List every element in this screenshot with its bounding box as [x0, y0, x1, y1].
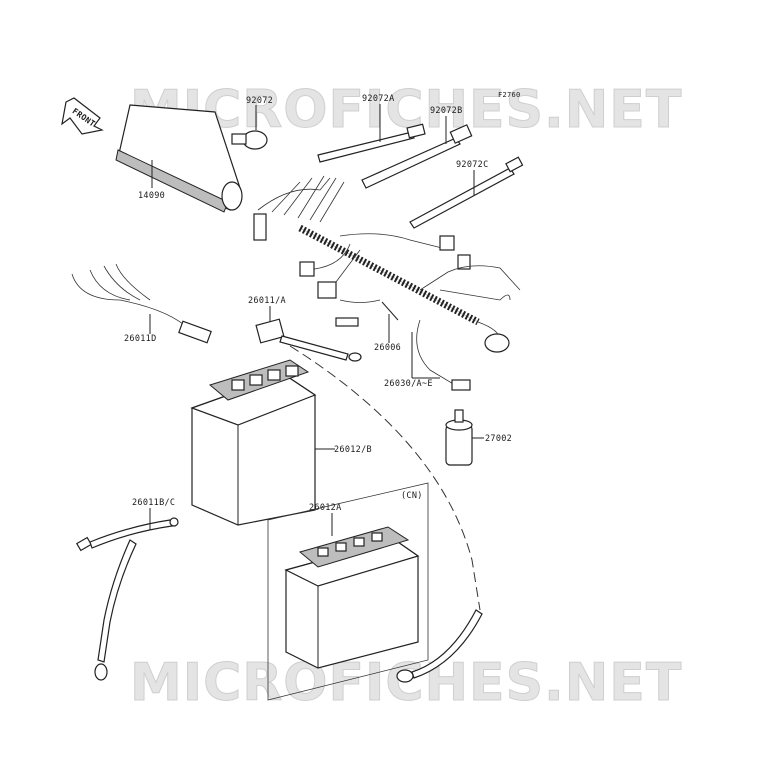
cable-26012A-lead: [411, 609, 483, 679]
label-92072A: 92072A: [362, 94, 395, 104]
main-harness-26030: [253, 175, 521, 391]
band-92072C: [409, 156, 524, 229]
label-92072B: 92072B: [430, 106, 463, 116]
dashed-lead: [289, 345, 481, 611]
cn-note: (CN): [401, 491, 423, 501]
lead-26011D: [71, 263, 212, 344]
label-14090: 14090: [138, 191, 165, 201]
label-92072C: 92072C: [456, 160, 489, 170]
band-92072B: [361, 116, 473, 189]
watermark-top: MICROFICHES.NET: [130, 80, 682, 140]
cover-14090: [115, 104, 243, 213]
front-arrow-icon: FRONT: [61, 97, 104, 135]
label-26012B: 26012/B: [334, 445, 372, 455]
terminal-26012A: [396, 669, 414, 683]
label-26030: 26030/A~E: [384, 379, 433, 389]
cn-panel-frame: [267, 482, 429, 701]
label-26011A: 26011/A: [248, 296, 286, 306]
battery-26012B: [190, 359, 335, 526]
label-26012A: 26012A: [309, 503, 342, 513]
watermark-bottom: MICROFICHES.NET: [130, 653, 682, 713]
label-92072: 92072: [246, 96, 273, 106]
label-26011D: 26011D: [124, 334, 157, 344]
label-27002: 27002: [485, 434, 512, 444]
battery-26012A: [284, 526, 420, 669]
relay-27002: [445, 409, 484, 466]
cable-26011BC: [75, 508, 179, 681]
clamp-92072: [231, 105, 268, 150]
label-26011BC: 26011B/C: [132, 498, 175, 508]
figure-code: F2760: [498, 91, 521, 99]
band-92072A: [317, 104, 426, 163]
cable-26011A: [255, 306, 362, 362]
label-26006: 26006: [374, 343, 401, 353]
